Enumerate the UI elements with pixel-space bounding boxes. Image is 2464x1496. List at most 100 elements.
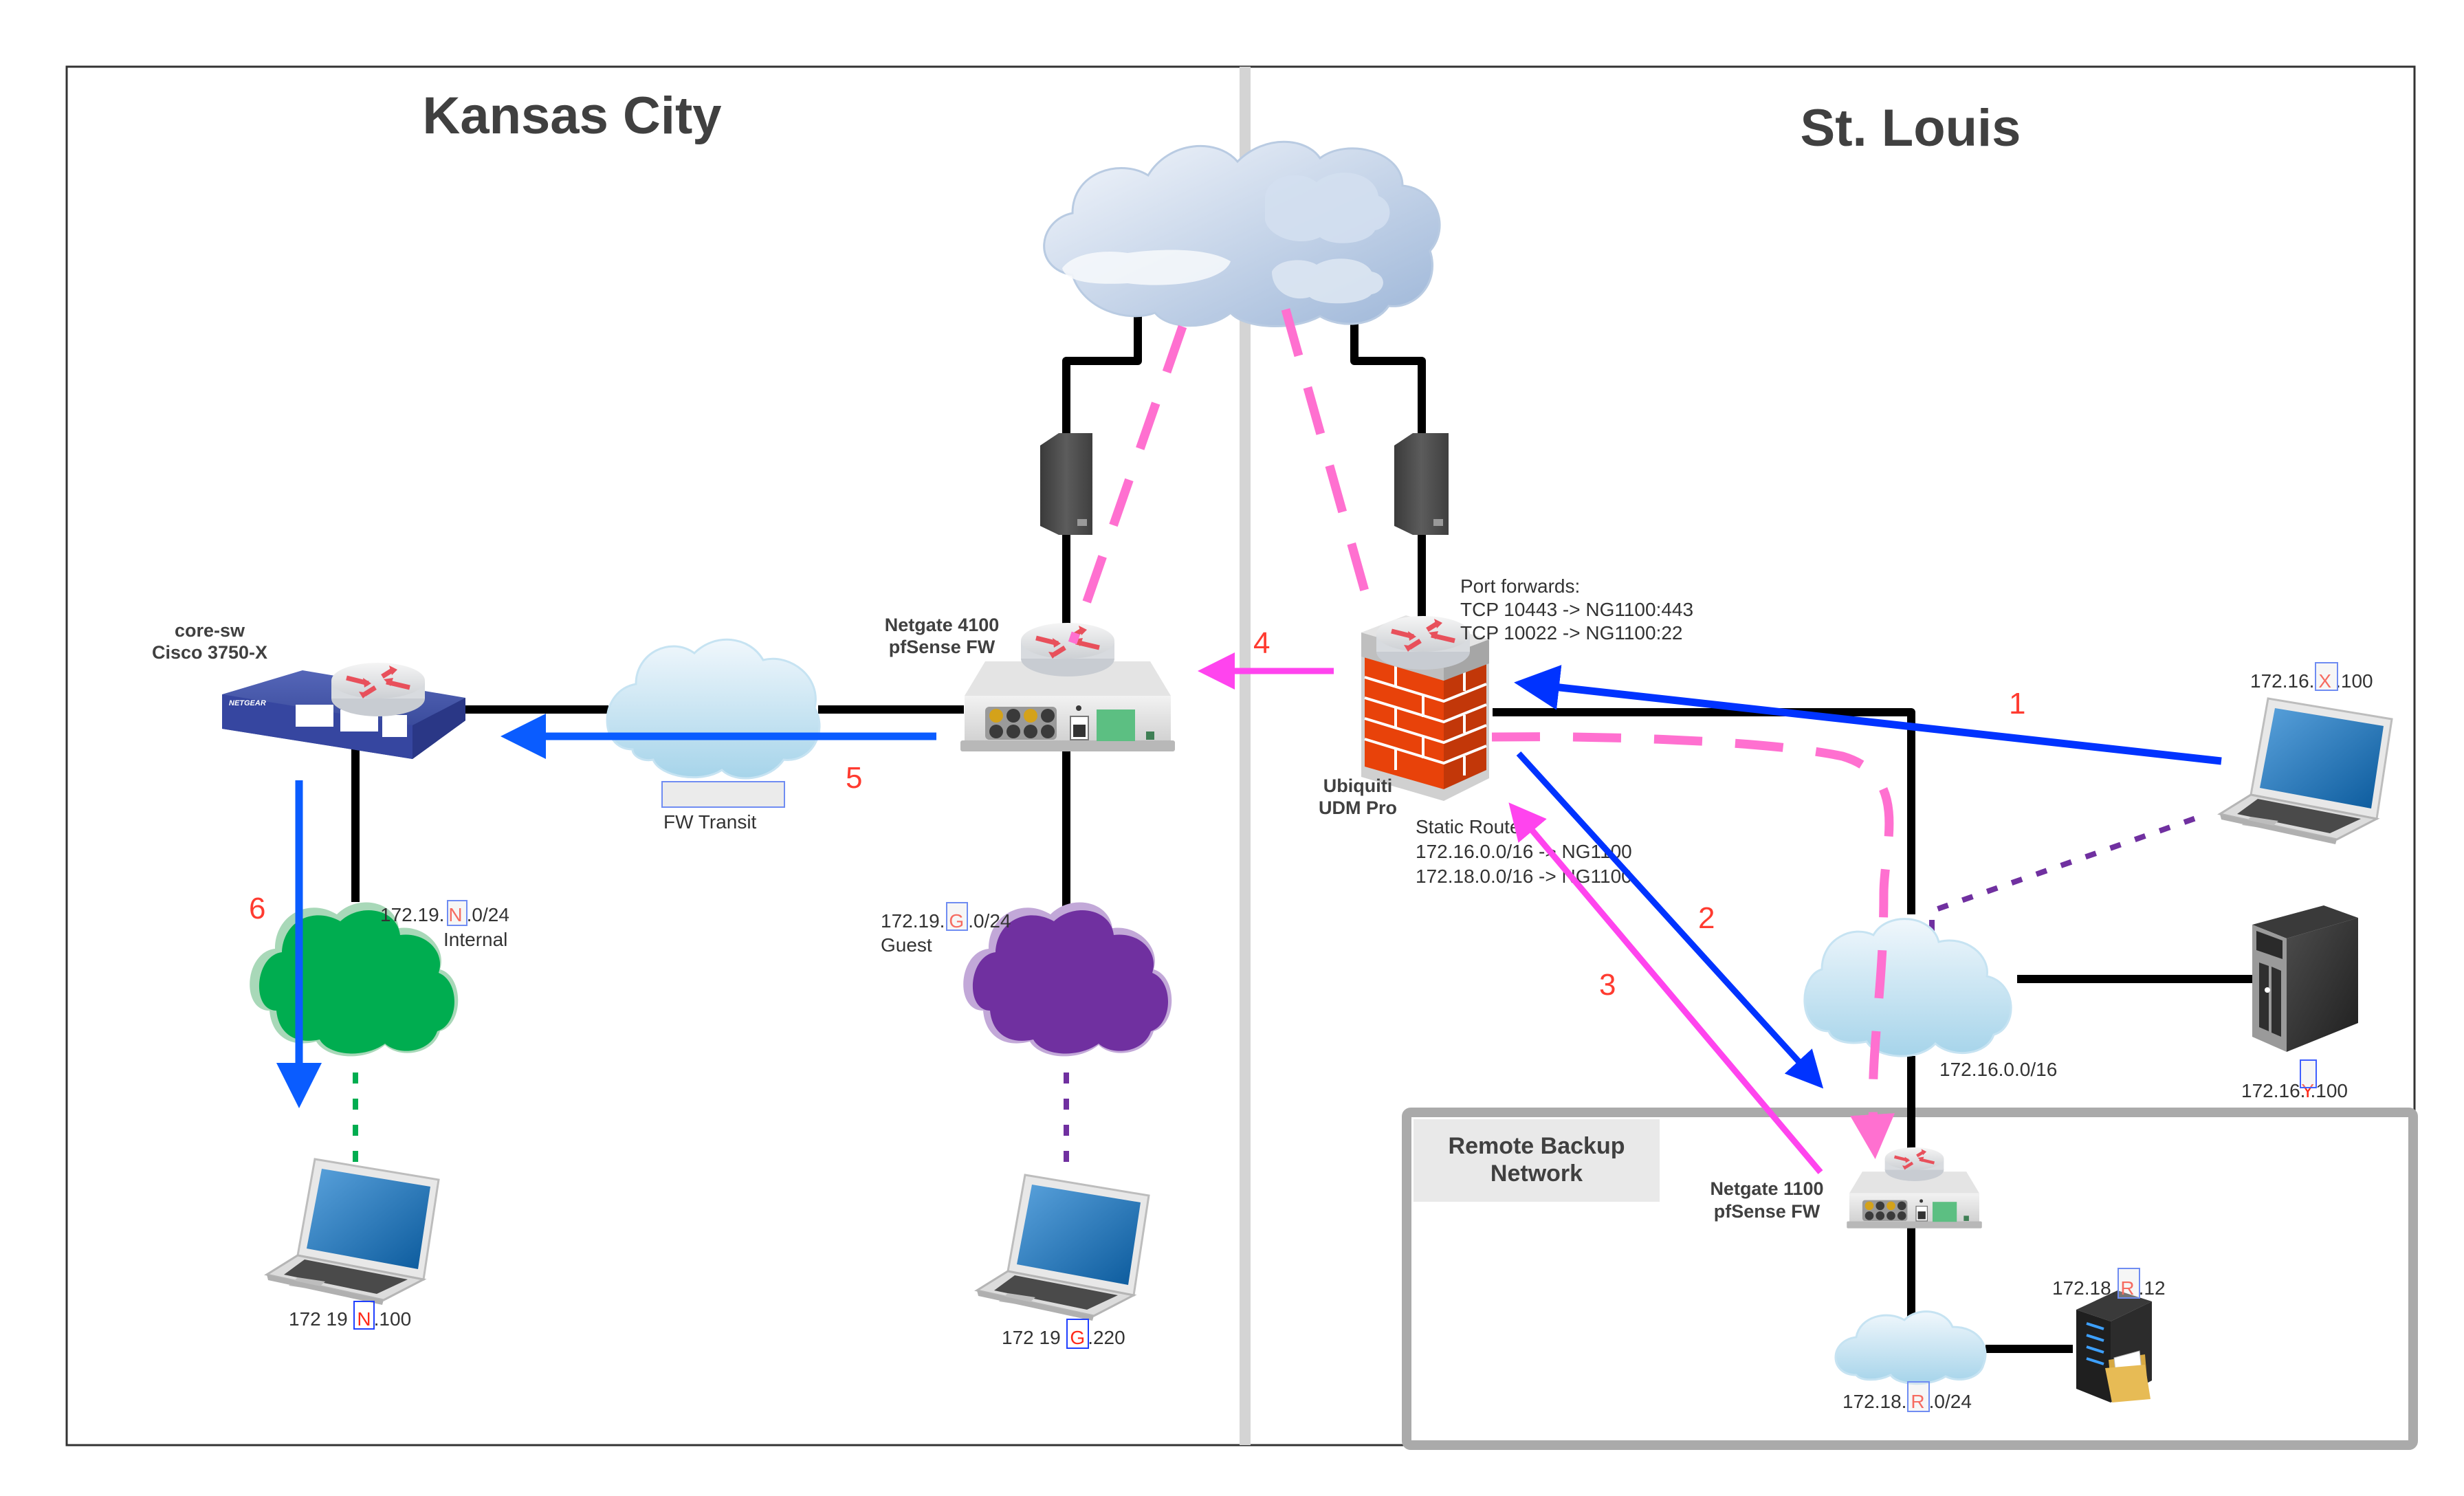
tower-server-label: 172.16.Y.100: [2241, 1059, 2348, 1101]
laptop-internal-label: 172 19 N.100: [289, 1301, 411, 1330]
laptop-guest-icon: [976, 1174, 1150, 1322]
ip-variable-box: [353, 1301, 375, 1330]
ip-suffix: .100: [2335, 670, 2373, 692]
internal-network-name: Internal: [443, 929, 507, 950]
internal-network-cloud-icon: [250, 902, 459, 1057]
ip-prefix: 172.19.: [380, 904, 444, 925]
netgate-4100-model: Netgate 4100: [885, 615, 1000, 635]
ip-suffix: .12: [2139, 1277, 2166, 1299]
ip-prefix: 172.16.: [2250, 670, 2314, 692]
kc-modem-icon: [1040, 433, 1092, 535]
ip-variable: R: [2120, 1277, 2134, 1299]
kansas-city-title: Kansas City: [422, 87, 721, 145]
fw-transit-label-box: [661, 781, 785, 808]
flow-arrow-1: [1514, 665, 2222, 765]
stl-modem-icon: [1394, 433, 1449, 535]
remote-backup-title-line1: Remote Backup: [1449, 1133, 1625, 1159]
svg-text:172.19.G.0/24: 172.19.G.0/24: [881, 910, 1011, 932]
svg-text:172.16.X.100: 172.16.X.100: [2250, 670, 2373, 692]
stl-network-label: 172.16.0.0/16: [1939, 1059, 2057, 1080]
backup-file-server-icon: [2076, 1290, 2152, 1402]
ip-prefix: 172 19: [289, 1308, 353, 1330]
step-label-2: 2: [1698, 901, 1715, 935]
guest-network-name: Guest: [881, 934, 932, 956]
step-label-4: 4: [1253, 626, 1270, 660]
ip-variable: G: [1070, 1327, 1085, 1348]
wire-udm-stl-net: [1493, 708, 1915, 914]
guest-network-label: 172.19.G.0/24 Guest: [881, 902, 1011, 956]
vpn-path-internet-ng4100: [1068, 324, 1187, 645]
svg-text:172 19 G.220: 172 19 G.220: [1002, 1327, 1125, 1348]
laptop-stl-icon: [2219, 697, 2393, 846]
ip-prefix: 172 19: [1002, 1327, 1066, 1348]
ip-suffix: .220: [1088, 1327, 1125, 1348]
ubiquiti-udm-firewall-icon: [1361, 615, 1489, 801]
udm-model: UDM Pro: [1319, 798, 1397, 818]
ip-suffix: .0/24: [1929, 1391, 1972, 1412]
flow-arrow-3: [1508, 802, 1823, 1174]
ip-variable: Y: [2301, 1080, 2314, 1101]
laptop-stl-label: 172.16.X.100: [2250, 662, 2373, 692]
flow-arrow-2: [1516, 751, 1824, 1089]
ip-variable-box: [2315, 662, 2338, 691]
port-forward-rule: TCP 10022 -> NG1100:22: [1460, 622, 1683, 644]
netgate-1100-role: pfSense FW: [1714, 1201, 1820, 1222]
ip-variable-box: [946, 902, 968, 931]
vpn-path-udm-ng1100: [1491, 732, 1895, 1159]
dotted-link-stl-laptop: [1929, 815, 2197, 957]
static-routes-note: Static Route: 172.16.0.0/16 -> NG1100 17…: [1416, 816, 1632, 887]
core-switch-model: Cisco 3750-X: [152, 642, 267, 663]
step-label-5: 5: [846, 761, 862, 795]
step-label-6: 6: [249, 892, 265, 925]
remote-backup-label-box: [1414, 1119, 1660, 1202]
ip-variable-box: [1907, 1381, 1930, 1412]
svg-text:172 19 N.100: 172 19 N.100: [289, 1308, 411, 1330]
ip-suffix: .0/24: [968, 910, 1011, 932]
switch-brand: NETGEAR: [229, 699, 266, 707]
stl-network-cloud-icon: [1803, 918, 2012, 1057]
ip-variable: N: [448, 904, 462, 925]
ip-prefix: 172.19.: [881, 910, 945, 932]
step-label-3: 3: [1599, 968, 1616, 1002]
wires: [351, 302, 2252, 1353]
svg-text:172.16.Y.100: 172.16.Y.100: [2241, 1080, 2348, 1101]
netgate-1100-model: Netgate 1100: [1710, 1178, 1823, 1199]
static-route-entry: 172.18.0.0/16 -> NG1100: [1416, 866, 1632, 887]
ip-variable: N: [357, 1308, 371, 1330]
static-routes-heading: Static Route:: [1416, 816, 1526, 837]
svg-text:172.18.R.0/24: 172.18.R.0/24: [1842, 1391, 1972, 1412]
remote-backup-title-line2: Network: [1490, 1160, 1583, 1187]
ip-variable: G: [949, 910, 964, 932]
netgate-1100-icon: [1847, 1147, 1982, 1229]
backup-network-cloud-icon: [1834, 1310, 1987, 1385]
ip-suffix: .100: [374, 1308, 412, 1330]
guest-network-cloud-icon: [963, 902, 1172, 1057]
static-route-entry: 172.16.0.0/16 -> NG1100: [1416, 841, 1632, 862]
netgate-4100-role: pfSense FW: [889, 637, 996, 657]
fw-transit-cloud-icon: [606, 638, 821, 780]
ip-variable-box: [447, 900, 468, 926]
udm-vendor: Ubiquiti: [1323, 776, 1392, 796]
internet-cloud-icon: [1043, 140, 1441, 328]
internal-network-label: 172.19.N.0/24 Internal: [380, 900, 509, 950]
ip-variable: R: [1911, 1391, 1924, 1412]
backup-network-label: 172.18.R.0/24: [1842, 1381, 1972, 1412]
vpn-path-internet-udm: [1281, 308, 1376, 617]
ip-variable-box: [2118, 1268, 2140, 1299]
ip-variable-box: [2300, 1059, 2317, 1088]
svg-text:172.19.N.0/24: 172.19.N.0/24: [380, 904, 509, 925]
port-forwards-note: Port forwards: TCP 10443 -> NG1100:443 T…: [1460, 575, 1693, 644]
fw-transit-label: FW Transit: [663, 811, 757, 833]
svg-text:172.18.R.12: 172.18.R.12: [2052, 1277, 2166, 1299]
port-forwards-heading: Port forwards:: [1460, 575, 1580, 597]
core-switch-name: core-sw: [175, 620, 245, 641]
tower-server-icon: [2252, 905, 2358, 1052]
ip-prefix: 172.18.: [2052, 1277, 2116, 1299]
step-label-1: 1: [2009, 687, 2025, 720]
ip-variable-box: [1066, 1319, 1089, 1349]
laptop-guest-label: 172 19 G.220: [1002, 1319, 1125, 1349]
core-switch-icon: NETGEAR: [222, 663, 465, 759]
region-divider: [1240, 67, 1251, 1445]
ip-suffix: .0/24: [467, 904, 509, 925]
